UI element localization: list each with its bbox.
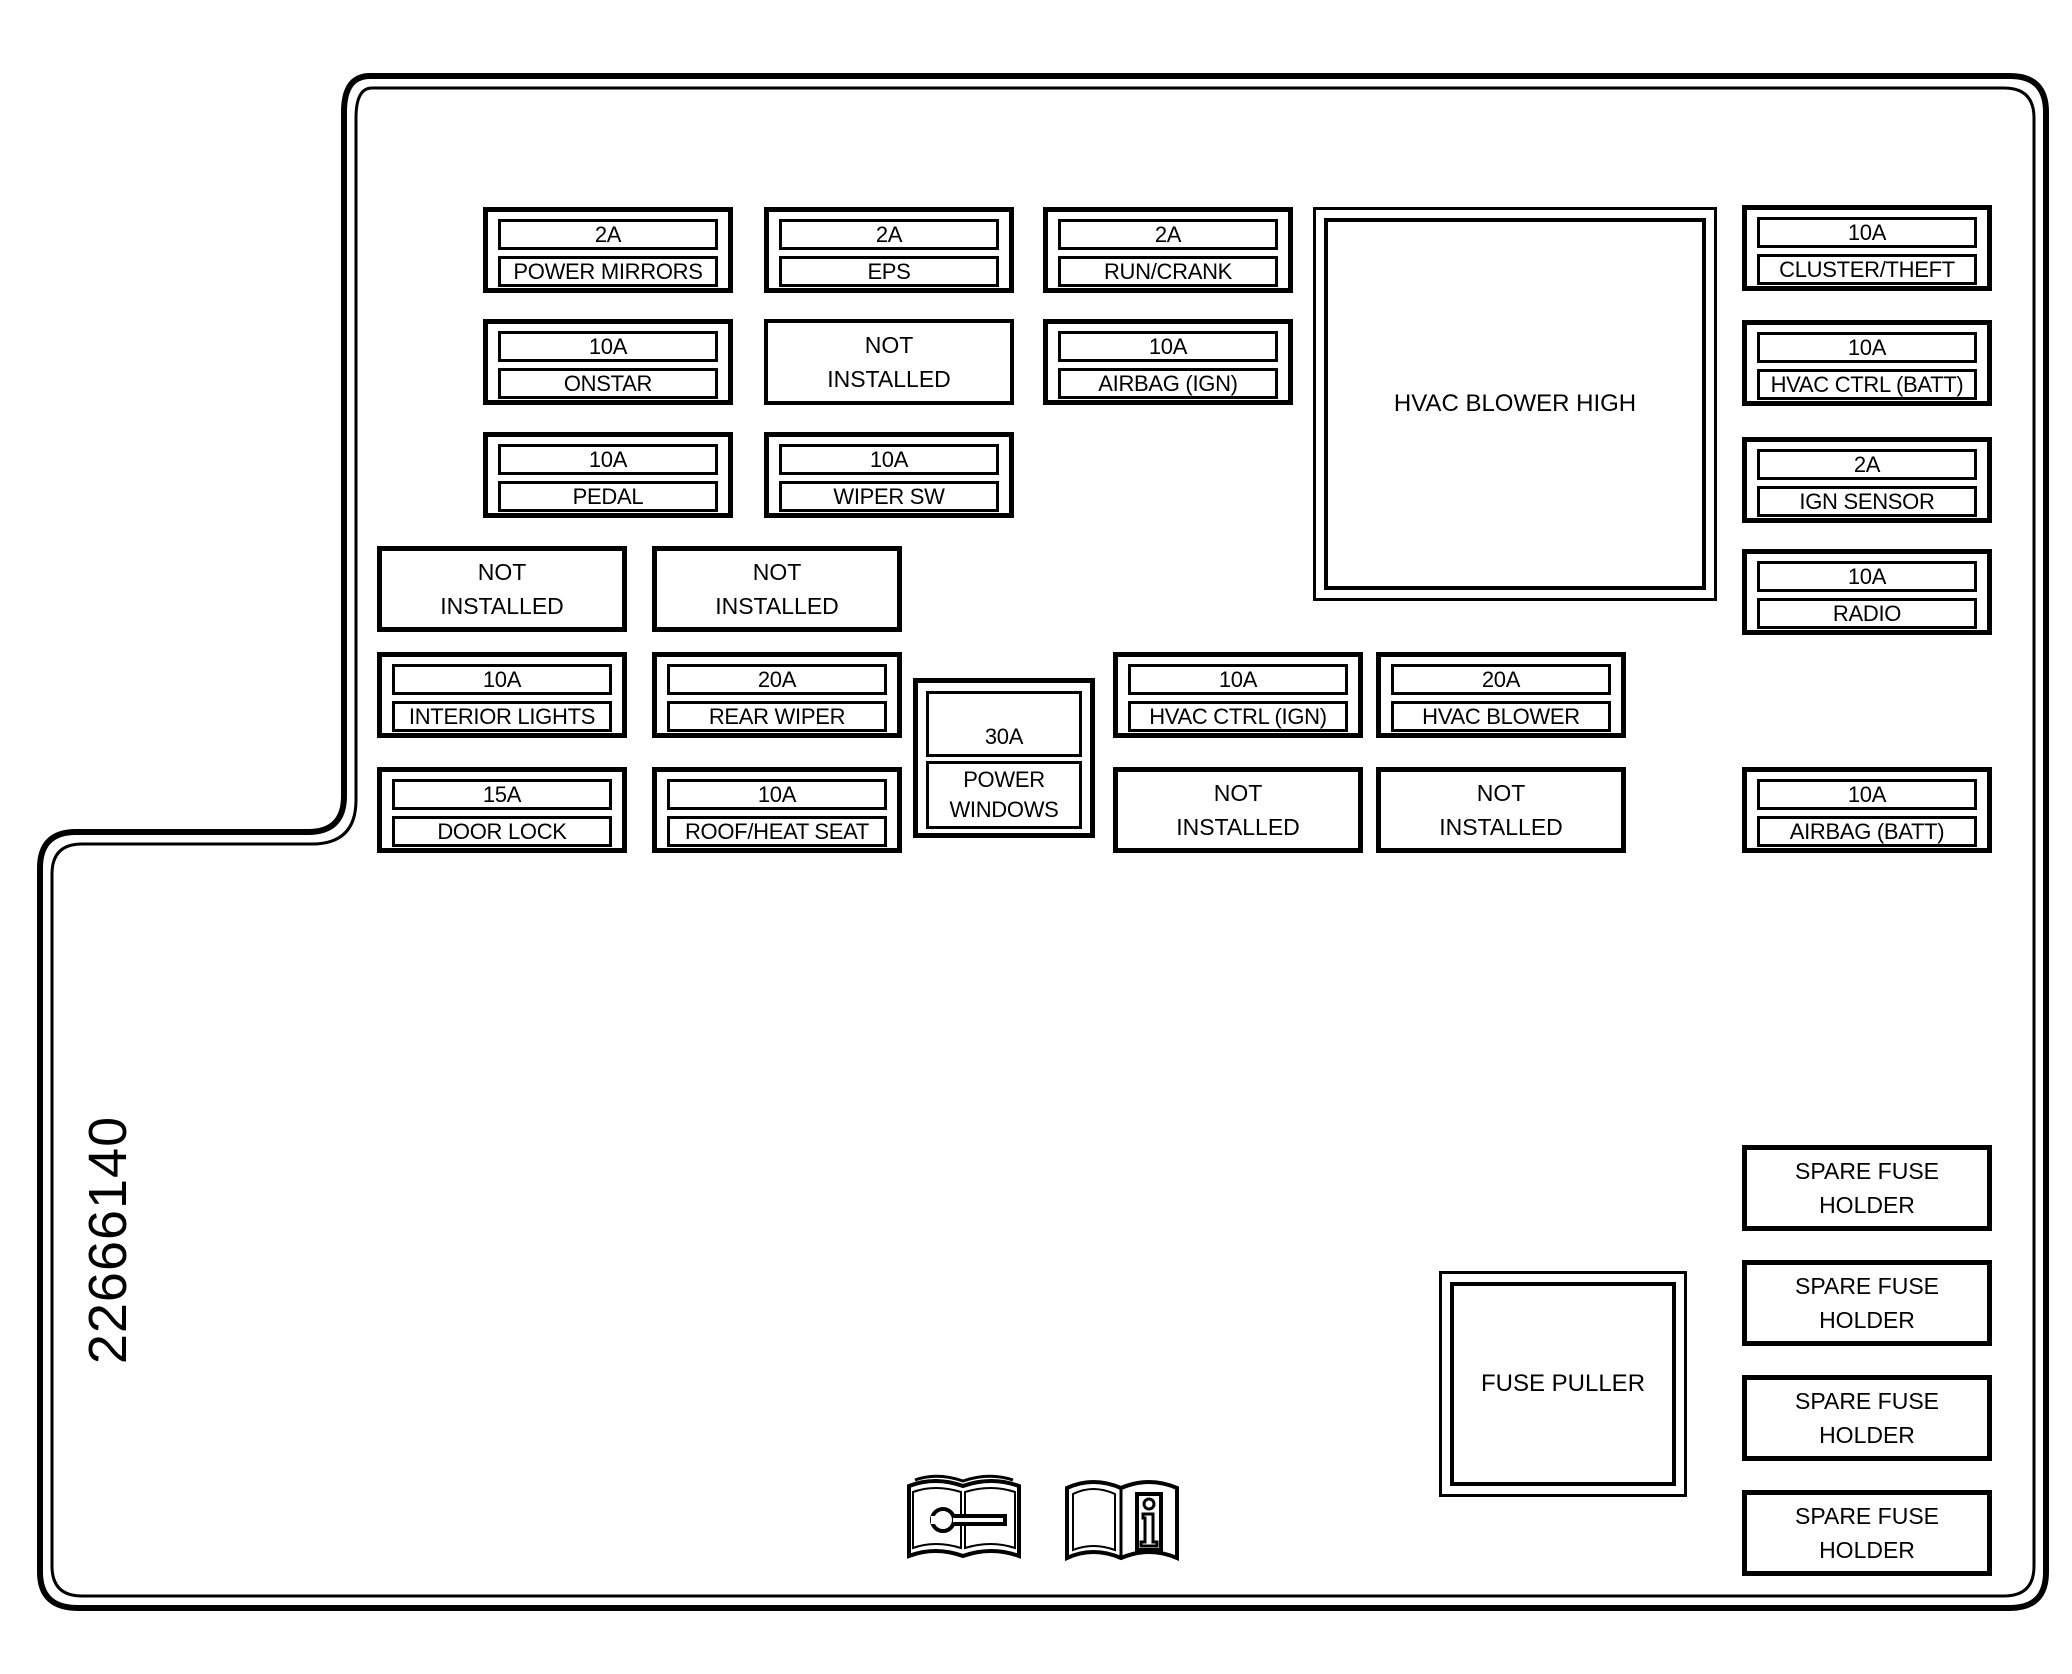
fuse-label: REAR WIPER: [667, 701, 887, 732]
not-installed-line1: NOT: [864, 332, 914, 358]
spare-fuse-holder-line1: SPARE FUSE: [1795, 1388, 1939, 1414]
fuse-power-windows: 30A POWER WINDOWS: [913, 678, 1095, 838]
fuse-hvac-ctrl-ign: 10A HVAC CTRL (IGN): [1113, 652, 1363, 738]
fuse-label: RADIO: [1757, 598, 1977, 629]
fuse-label: ONSTAR: [498, 368, 718, 399]
not-installed-line1: NOT: [477, 559, 527, 585]
spare-fuse-holder: SPARE FUSE HOLDER: [1742, 1490, 1992, 1576]
fuse-label-line2: WINDOWS: [949, 797, 1059, 822]
fuse-onstar: 10A ONSTAR: [483, 319, 733, 405]
fuse-label: PEDAL: [498, 481, 718, 512]
fuse-amperage: 10A: [1757, 779, 1977, 810]
service-manual-icon: [907, 1474, 1021, 1559]
fuse-puller-label: FUSE PULLER: [1450, 1282, 1676, 1486]
fuse-amperage: 30A: [926, 691, 1082, 757]
spare-fuse-holder: SPARE FUSE HOLDER: [1742, 1260, 1992, 1346]
fuse-amperage: 10A: [1757, 561, 1977, 592]
fuse-slot-not-installed: NOT INSTALLED: [1113, 767, 1363, 853]
fuse-amperage: 10A: [498, 444, 718, 475]
fuse-label: HVAC BLOWER: [1391, 701, 1611, 732]
not-installed-line1: NOT: [1476, 780, 1526, 806]
fuse-amperage: 2A: [1757, 449, 1977, 480]
fuse-amperage: 2A: [779, 219, 999, 250]
fuse-label: ROOF/HEAT SEAT: [667, 816, 887, 847]
spare-fuse-holder-line1: SPARE FUSE: [1795, 1158, 1939, 1184]
fuse-airbag-ign: 10A AIRBAG (IGN): [1043, 319, 1293, 405]
fuse-pedal: 10A PEDAL: [483, 432, 733, 518]
fuse-amperage: 2A: [498, 219, 718, 250]
not-installed-line1: NOT: [1213, 780, 1263, 806]
fuse-label: WIPER SW: [779, 481, 999, 512]
fuse-interior-lights: 10A INTERIOR LIGHTS: [377, 652, 627, 738]
fuse-eps: 2A EPS: [764, 207, 1014, 293]
fuse-label: RUN/CRANK: [1058, 256, 1278, 287]
not-installed-line2: INSTALLED: [1439, 814, 1563, 840]
spare-fuse-holder-line1: SPARE FUSE: [1795, 1273, 1939, 1299]
fuse-label: DOOR LOCK: [392, 816, 612, 847]
fuse-slot-not-installed: NOT INSTALLED: [1376, 767, 1626, 853]
fuse-amperage: 10A: [392, 664, 612, 695]
fuse-label-line1: POWER: [963, 767, 1045, 792]
fuse-label: HVAC CTRL (IGN): [1128, 701, 1348, 732]
fuse-slot-not-installed: NOT INSTALLED: [652, 546, 902, 632]
relay-hvac-blower-high: HVAC BLOWER HIGH: [1313, 207, 1717, 601]
spare-fuse-holder: SPARE FUSE HOLDER: [1742, 1375, 1992, 1461]
not-installed-line2: INSTALLED: [1176, 814, 1300, 840]
part-number-text: 22666140: [78, 1115, 138, 1365]
fuse-radio: 10A RADIO: [1742, 549, 1992, 635]
not-installed-line2: INSTALLED: [827, 366, 951, 392]
fuse-label: INTERIOR LIGHTS: [392, 701, 612, 732]
fuse-amperage: 20A: [667, 664, 887, 695]
fuse-amperage: 20A: [1391, 664, 1611, 695]
fuse-hvac-blower: 20A HVAC BLOWER: [1376, 652, 1626, 738]
fuse-slot-not-installed: NOT INSTALLED: [764, 319, 1014, 405]
fuse-amperage: 2A: [1058, 219, 1278, 250]
relay-label: HVAC BLOWER HIGH: [1324, 218, 1706, 590]
spare-fuse-holder-line2: HOLDER: [1819, 1307, 1915, 1333]
fuse-label: HVAC CTRL (BATT): [1757, 369, 1977, 400]
fuse-amperage: 10A: [1757, 332, 1977, 363]
spare-fuse-holder-line2: HOLDER: [1819, 1192, 1915, 1218]
fuse-amperage: 10A: [779, 444, 999, 475]
fuse-roof-heat-seat: 10A ROOF/HEAT SEAT: [652, 767, 902, 853]
fuse-amperage: 10A: [1757, 217, 1977, 248]
fuse-airbag-batt: 10A AIRBAG (BATT): [1742, 767, 1992, 853]
fuse-run-crank: 2A RUN/CRANK: [1043, 207, 1293, 293]
fuse-power-mirrors: 2A POWER MIRRORS: [483, 207, 733, 293]
spare-fuse-holder-line2: HOLDER: [1819, 1422, 1915, 1448]
fuse-amperage: 15A: [392, 779, 612, 810]
fuse-amperage: 10A: [1128, 664, 1348, 695]
fuse-label: EPS: [779, 256, 999, 287]
fuse-amperage: 10A: [667, 779, 887, 810]
fuse-puller: FUSE PULLER: [1439, 1271, 1687, 1497]
owners-manual-icon: [1065, 1480, 1179, 1562]
fuse-label: POWER MIRRORS: [498, 256, 718, 287]
fuse-label: IGN SENSOR: [1757, 486, 1977, 517]
not-installed-line2: INSTALLED: [440, 593, 564, 619]
fuse-ign-sensor: 2A IGN SENSOR: [1742, 437, 1992, 523]
fuse-slot-not-installed: NOT INSTALLED: [377, 546, 627, 632]
fuse-cluster-theft: 10A CLUSTER/THEFT: [1742, 205, 1992, 291]
fuse-amperage: 10A: [1058, 331, 1278, 362]
fuse-amperage: 10A: [498, 331, 718, 362]
spare-fuse-holder-line2: HOLDER: [1819, 1537, 1915, 1563]
fuse-label: POWER WINDOWS: [926, 761, 1082, 829]
fuse-rear-wiper: 20A REAR WIPER: [652, 652, 902, 738]
fuse-wiper-sw: 10A WIPER SW: [764, 432, 1014, 518]
fuse-label: AIRBAG (IGN): [1058, 368, 1278, 399]
spare-fuse-holder-line1: SPARE FUSE: [1795, 1503, 1939, 1529]
fuse-hvac-ctrl-batt: 10A HVAC CTRL (BATT): [1742, 320, 1992, 406]
not-installed-line2: INSTALLED: [715, 593, 839, 619]
fuse-label: AIRBAG (BATT): [1757, 816, 1977, 847]
not-installed-line1: NOT: [752, 559, 802, 585]
fuse-door-lock: 15A DOOR LOCK: [377, 767, 627, 853]
spare-fuse-holder: SPARE FUSE HOLDER: [1742, 1145, 1992, 1231]
fuse-label: CLUSTER/THEFT: [1757, 254, 1977, 285]
